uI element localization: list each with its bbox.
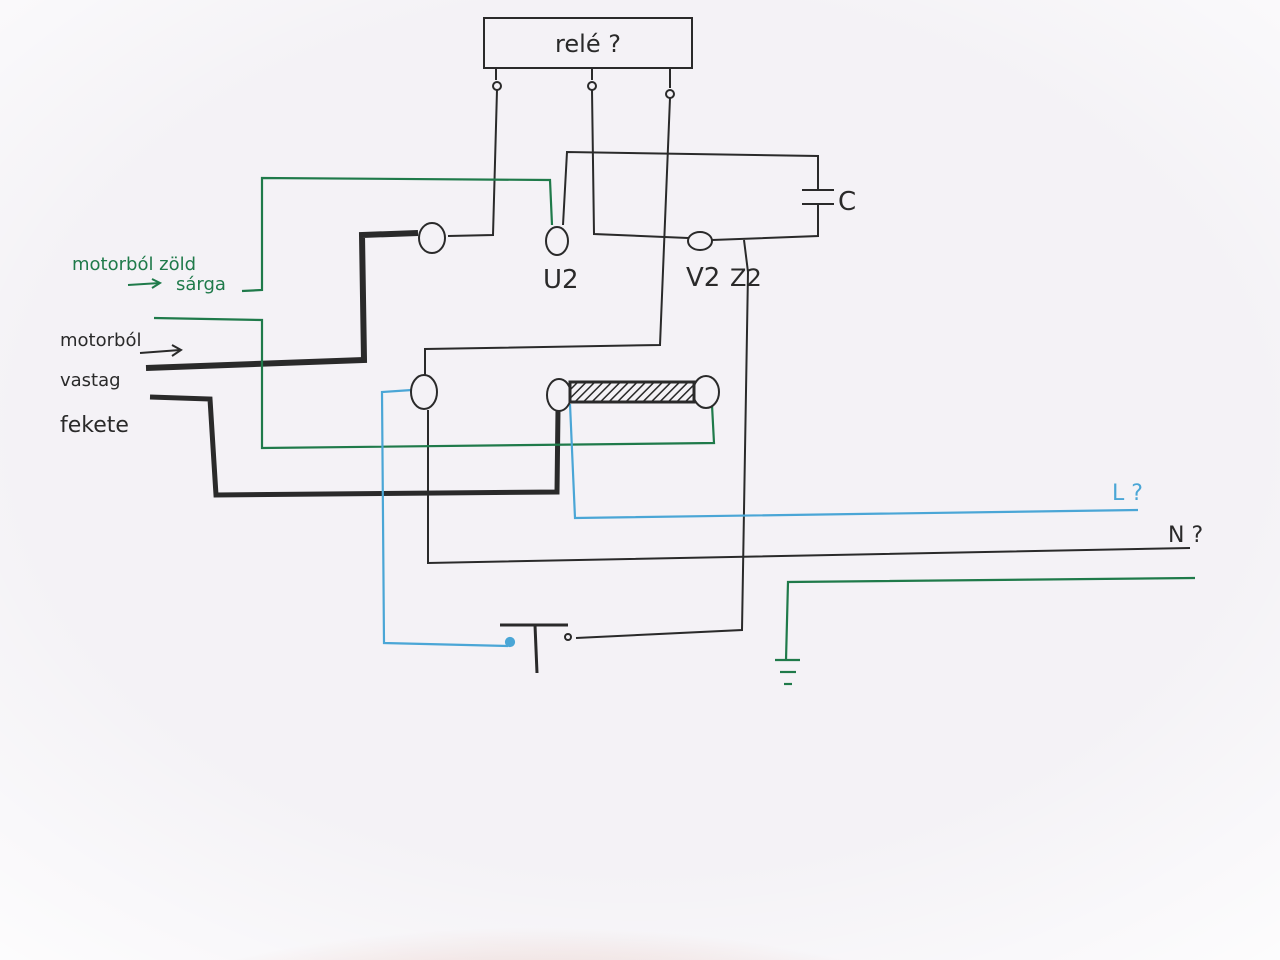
fekete-label: fekete bbox=[60, 413, 129, 438]
motor-yellow-label: sárga bbox=[176, 274, 226, 295]
terminal-v2 bbox=[687, 231, 713, 251]
v2-label: V2 bbox=[686, 263, 720, 293]
neutral-label: N ? bbox=[1168, 523, 1203, 548]
capacitor-label: C bbox=[838, 187, 856, 217]
u2-label: U2 bbox=[543, 265, 579, 295]
terminal-u2 bbox=[545, 226, 569, 256]
motor-green-label: motorból zöld bbox=[72, 254, 196, 275]
relay-label: relé ? bbox=[555, 30, 621, 58]
terminal-bottom-3 bbox=[692, 375, 720, 409]
terminal-bottom-2 bbox=[546, 378, 572, 412]
terminal-bottom-1 bbox=[410, 374, 438, 410]
pushbutton-stem bbox=[533, 624, 539, 674]
vastag-label: vastag bbox=[60, 370, 121, 391]
line-label: L ? bbox=[1112, 481, 1143, 506]
pushbutton-blue-contact bbox=[504, 636, 516, 648]
motor-thick-label: motorból bbox=[60, 330, 141, 351]
z2-label: Z2 bbox=[730, 264, 762, 292]
terminal-top-1 bbox=[418, 222, 446, 254]
terminal-bridge bbox=[568, 380, 696, 404]
